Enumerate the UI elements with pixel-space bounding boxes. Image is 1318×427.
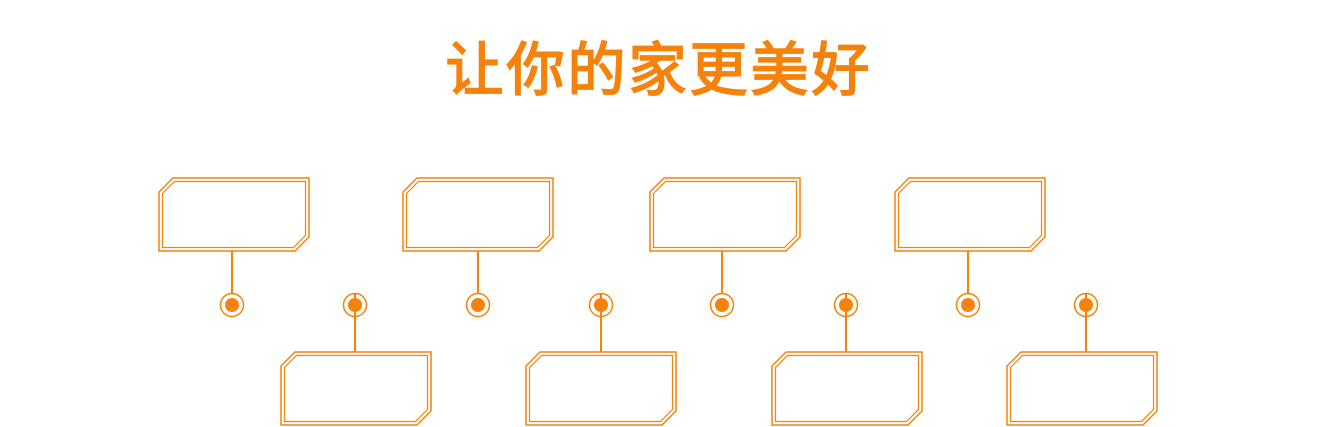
node-box-inner [774,354,920,423]
timeline-dot [961,298,975,312]
timeline-dot [715,298,729,312]
timeline-node [280,292,432,426]
timeline-node [525,292,677,426]
node-box-inner [1009,354,1155,423]
node-box-outer [1006,351,1158,426]
timeline-dot-ring [219,292,245,318]
node-box-outer [158,177,310,252]
timeline-dot [1079,298,1093,312]
timeline-dot [594,298,608,312]
timeline-dot-ring [709,292,735,318]
node-box-inner [897,180,1043,249]
node-box-inner [161,180,307,249]
node-box-outer [649,177,801,252]
timeline-node [771,292,923,426]
node-box-inner [283,354,429,423]
timeline-dot-ring [588,292,614,318]
timeline-dot-ring [342,292,368,318]
timeline-node [402,177,554,318]
timeline-dot [839,298,853,312]
node-box-outer [894,177,1046,252]
node-box-outer [771,351,923,426]
timeline-dot [471,298,485,312]
node-box-inner [405,180,551,249]
timeline-dot-ring [465,292,491,318]
node-box-outer [402,177,554,252]
timeline-dot-ring [833,292,859,318]
timeline-dot-ring [1073,292,1099,318]
node-box-outer [280,351,432,426]
timeline-node [649,177,801,318]
timeline-node [1006,292,1158,426]
timeline-node [158,177,310,318]
timeline-dot [225,298,239,312]
node-box-inner [528,354,674,423]
timeline-dot-ring [955,292,981,318]
timeline-dot [348,298,362,312]
node-box-inner [652,180,798,249]
page-title: 让你的家更美好 [445,36,873,104]
timeline-node [894,177,1046,318]
node-box-outer [525,351,677,426]
